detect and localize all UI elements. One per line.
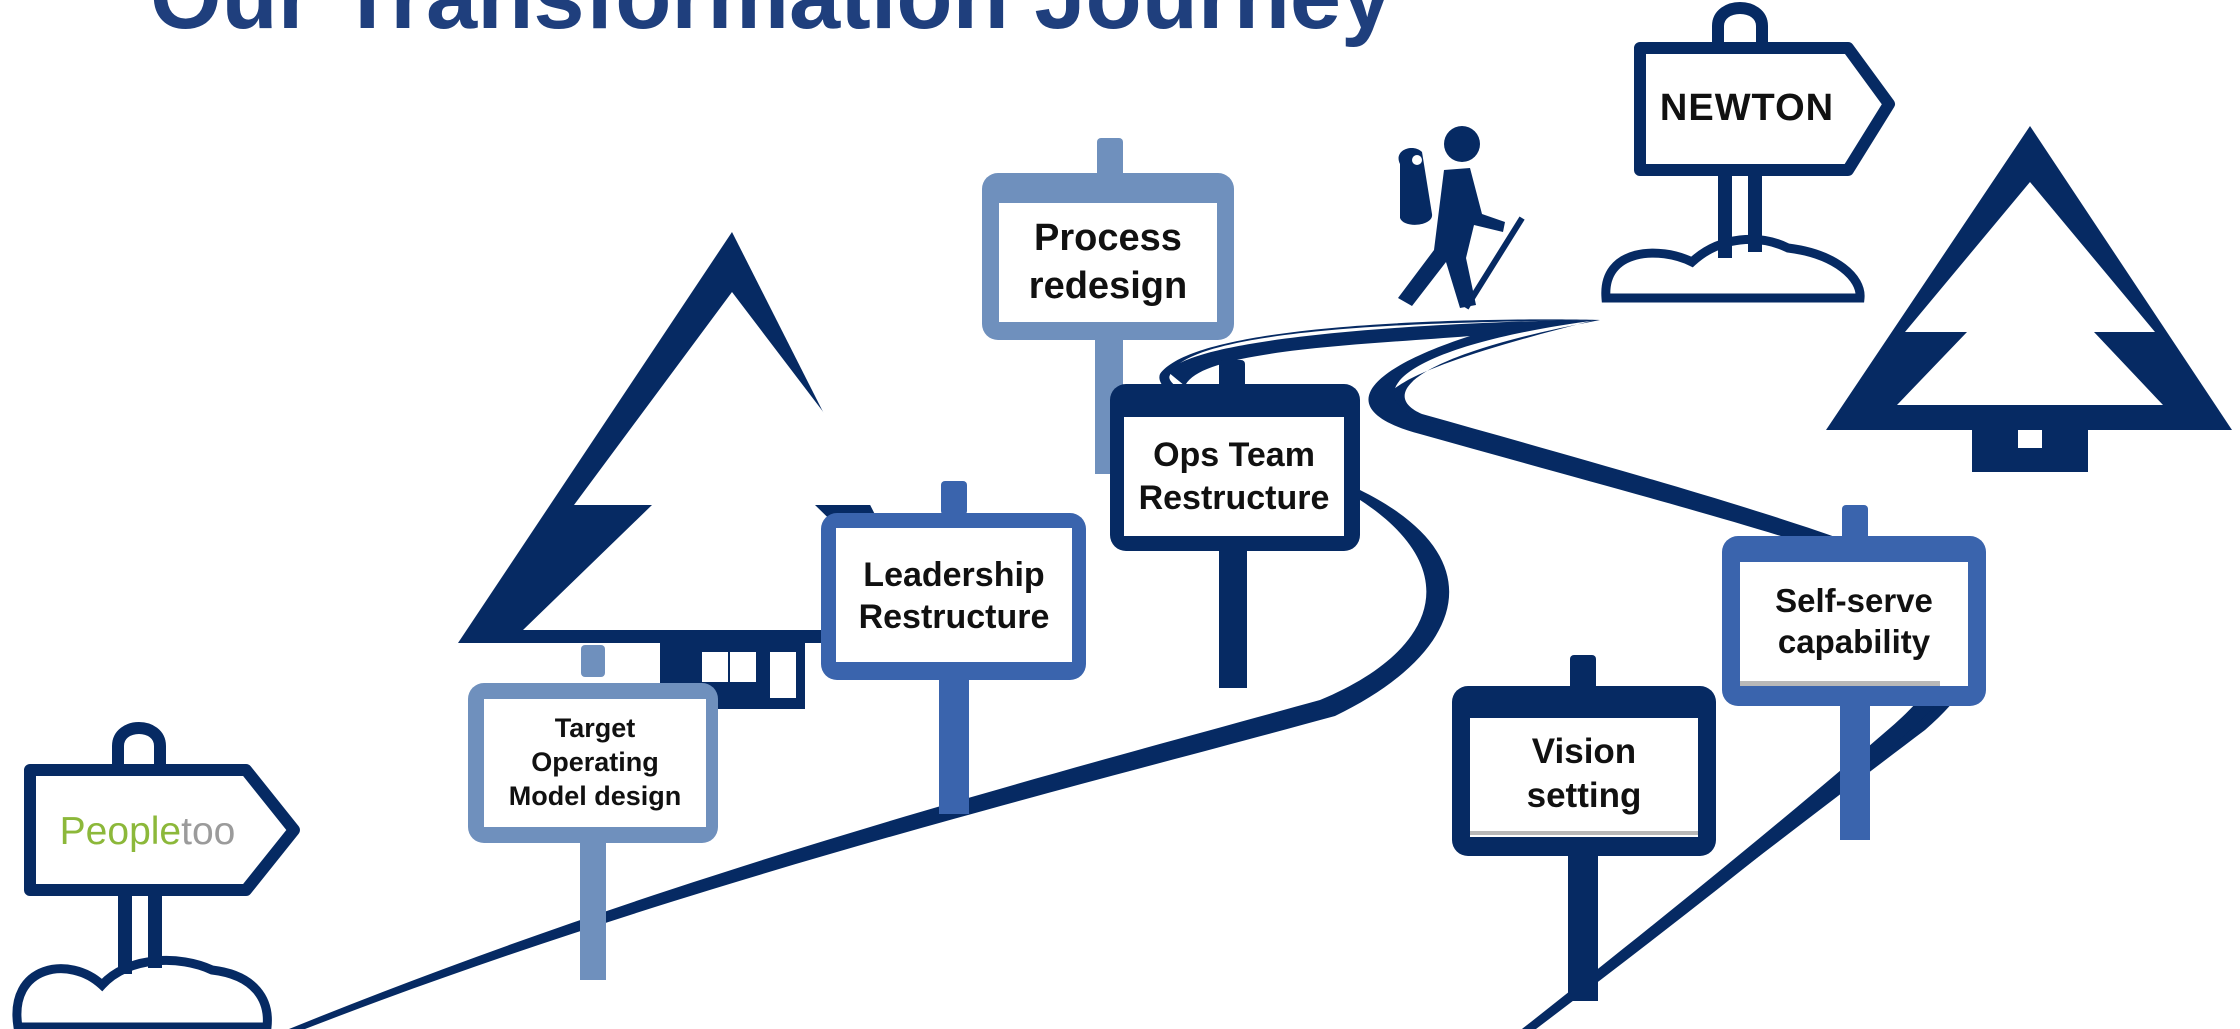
milestone-sign-leadership-restructure [821, 481, 1086, 814]
milestone-label-vision-setting: Vision setting [1526, 732, 1642, 815]
milestone-label-leadership-restructure: Leadership Restructure [858, 555, 1050, 637]
signpost-icon [12, 722, 300, 1029]
newton-logo: NEWTON [1659, 86, 1835, 129]
peopletoo-logo-part-b: too [181, 810, 236, 853]
milestone-label-target-operating-model: Target Operating Model design [508, 713, 682, 811]
milestone-sign-process-redesign [982, 138, 1234, 474]
milestone-label-ops-team-restructure: Ops Team Restructure [1138, 436, 1330, 517]
milestone-label-process-redesign: Process redesign [1028, 217, 1188, 307]
winding-path [289, 319, 1982, 1029]
signpost-icon [1601, 2, 1895, 303]
tree-icon [1826, 126, 2232, 472]
milestone-label-self-serve-capability: Self-serve capability [1775, 581, 1933, 660]
peopletoo-logo-part-a: People [59, 810, 182, 853]
milestone-sign-self-serve-capability [1722, 505, 1986, 840]
milestone-sign-target-operating-model [468, 645, 718, 980]
hiker-icon [1398, 126, 1525, 310]
slide-title: Our Transformation Journey [150, 0, 1392, 52]
milestone-sign-vision-setting [1452, 655, 1716, 1001]
milestone-sign-ops-team-restructure [1110, 360, 1360, 688]
